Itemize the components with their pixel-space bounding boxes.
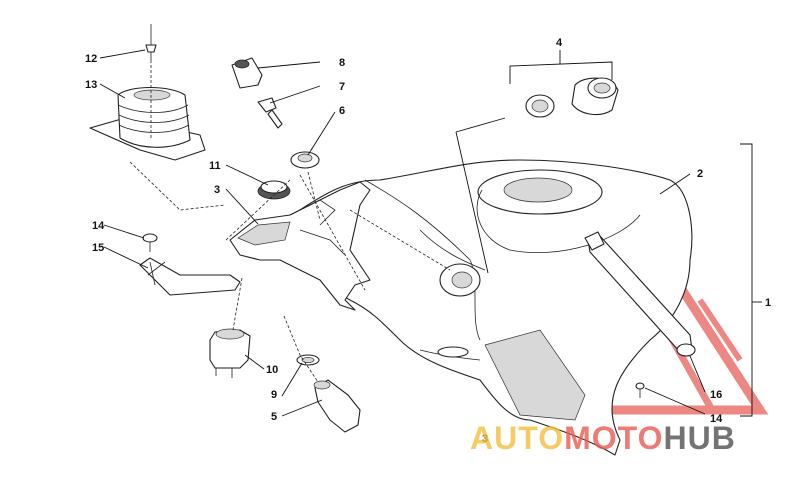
callout-11: 11	[209, 160, 221, 172]
fuel-cap-assembly	[509, 50, 619, 118]
callout-15: 15	[92, 242, 104, 254]
rivet-pin	[145, 24, 157, 140]
callout-7: 7	[339, 81, 345, 93]
callout-9: 9	[271, 389, 277, 401]
ignition-switch	[209, 328, 251, 378]
callout-5: 5	[271, 411, 277, 423]
mount-bracket	[139, 257, 241, 296]
callout-2: 2	[697, 168, 703, 180]
callout-1: 1	[765, 297, 771, 309]
callout-16: 16	[710, 389, 722, 401]
callout-3-bottom: 3	[482, 433, 488, 445]
shifter-boot	[89, 87, 206, 161]
lock-nut	[290, 151, 320, 169]
watermark-hub: HUB	[663, 420, 736, 456]
callout-6: 6	[339, 105, 345, 117]
callout-4: 4	[556, 37, 563, 49]
callout-12: 12	[85, 53, 97, 65]
watermark-brand: AUTOMOTOHUB	[470, 418, 800, 458]
o-ring	[296, 354, 320, 366]
leader-lines	[99, 49, 762, 417]
callouts: 1 2 3 3 4 5 6 7 8 9 10 11 12 13 14 14 15…	[85, 37, 771, 445]
callout-13: 13	[85, 79, 97, 91]
callout-3: 3	[214, 184, 220, 196]
callout-14: 14	[92, 220, 105, 232]
callout-8: 8	[339, 57, 345, 69]
watermark-auto: AUTO	[470, 420, 565, 456]
watermark-moto: MOTO	[564, 420, 664, 456]
drain-fitting	[584, 231, 696, 357]
screw	[142, 233, 158, 252]
fuel-cap-ring	[257, 180, 291, 200]
fuel-sensor	[313, 379, 361, 433]
screw-right	[635, 382, 645, 398]
ignition-key-cover	[231, 57, 263, 89]
callout-14-right: 14	[710, 413, 723, 425]
ignition-key	[257, 97, 283, 129]
callout-10: 10	[266, 364, 278, 376]
front-bracket	[229, 181, 371, 311]
